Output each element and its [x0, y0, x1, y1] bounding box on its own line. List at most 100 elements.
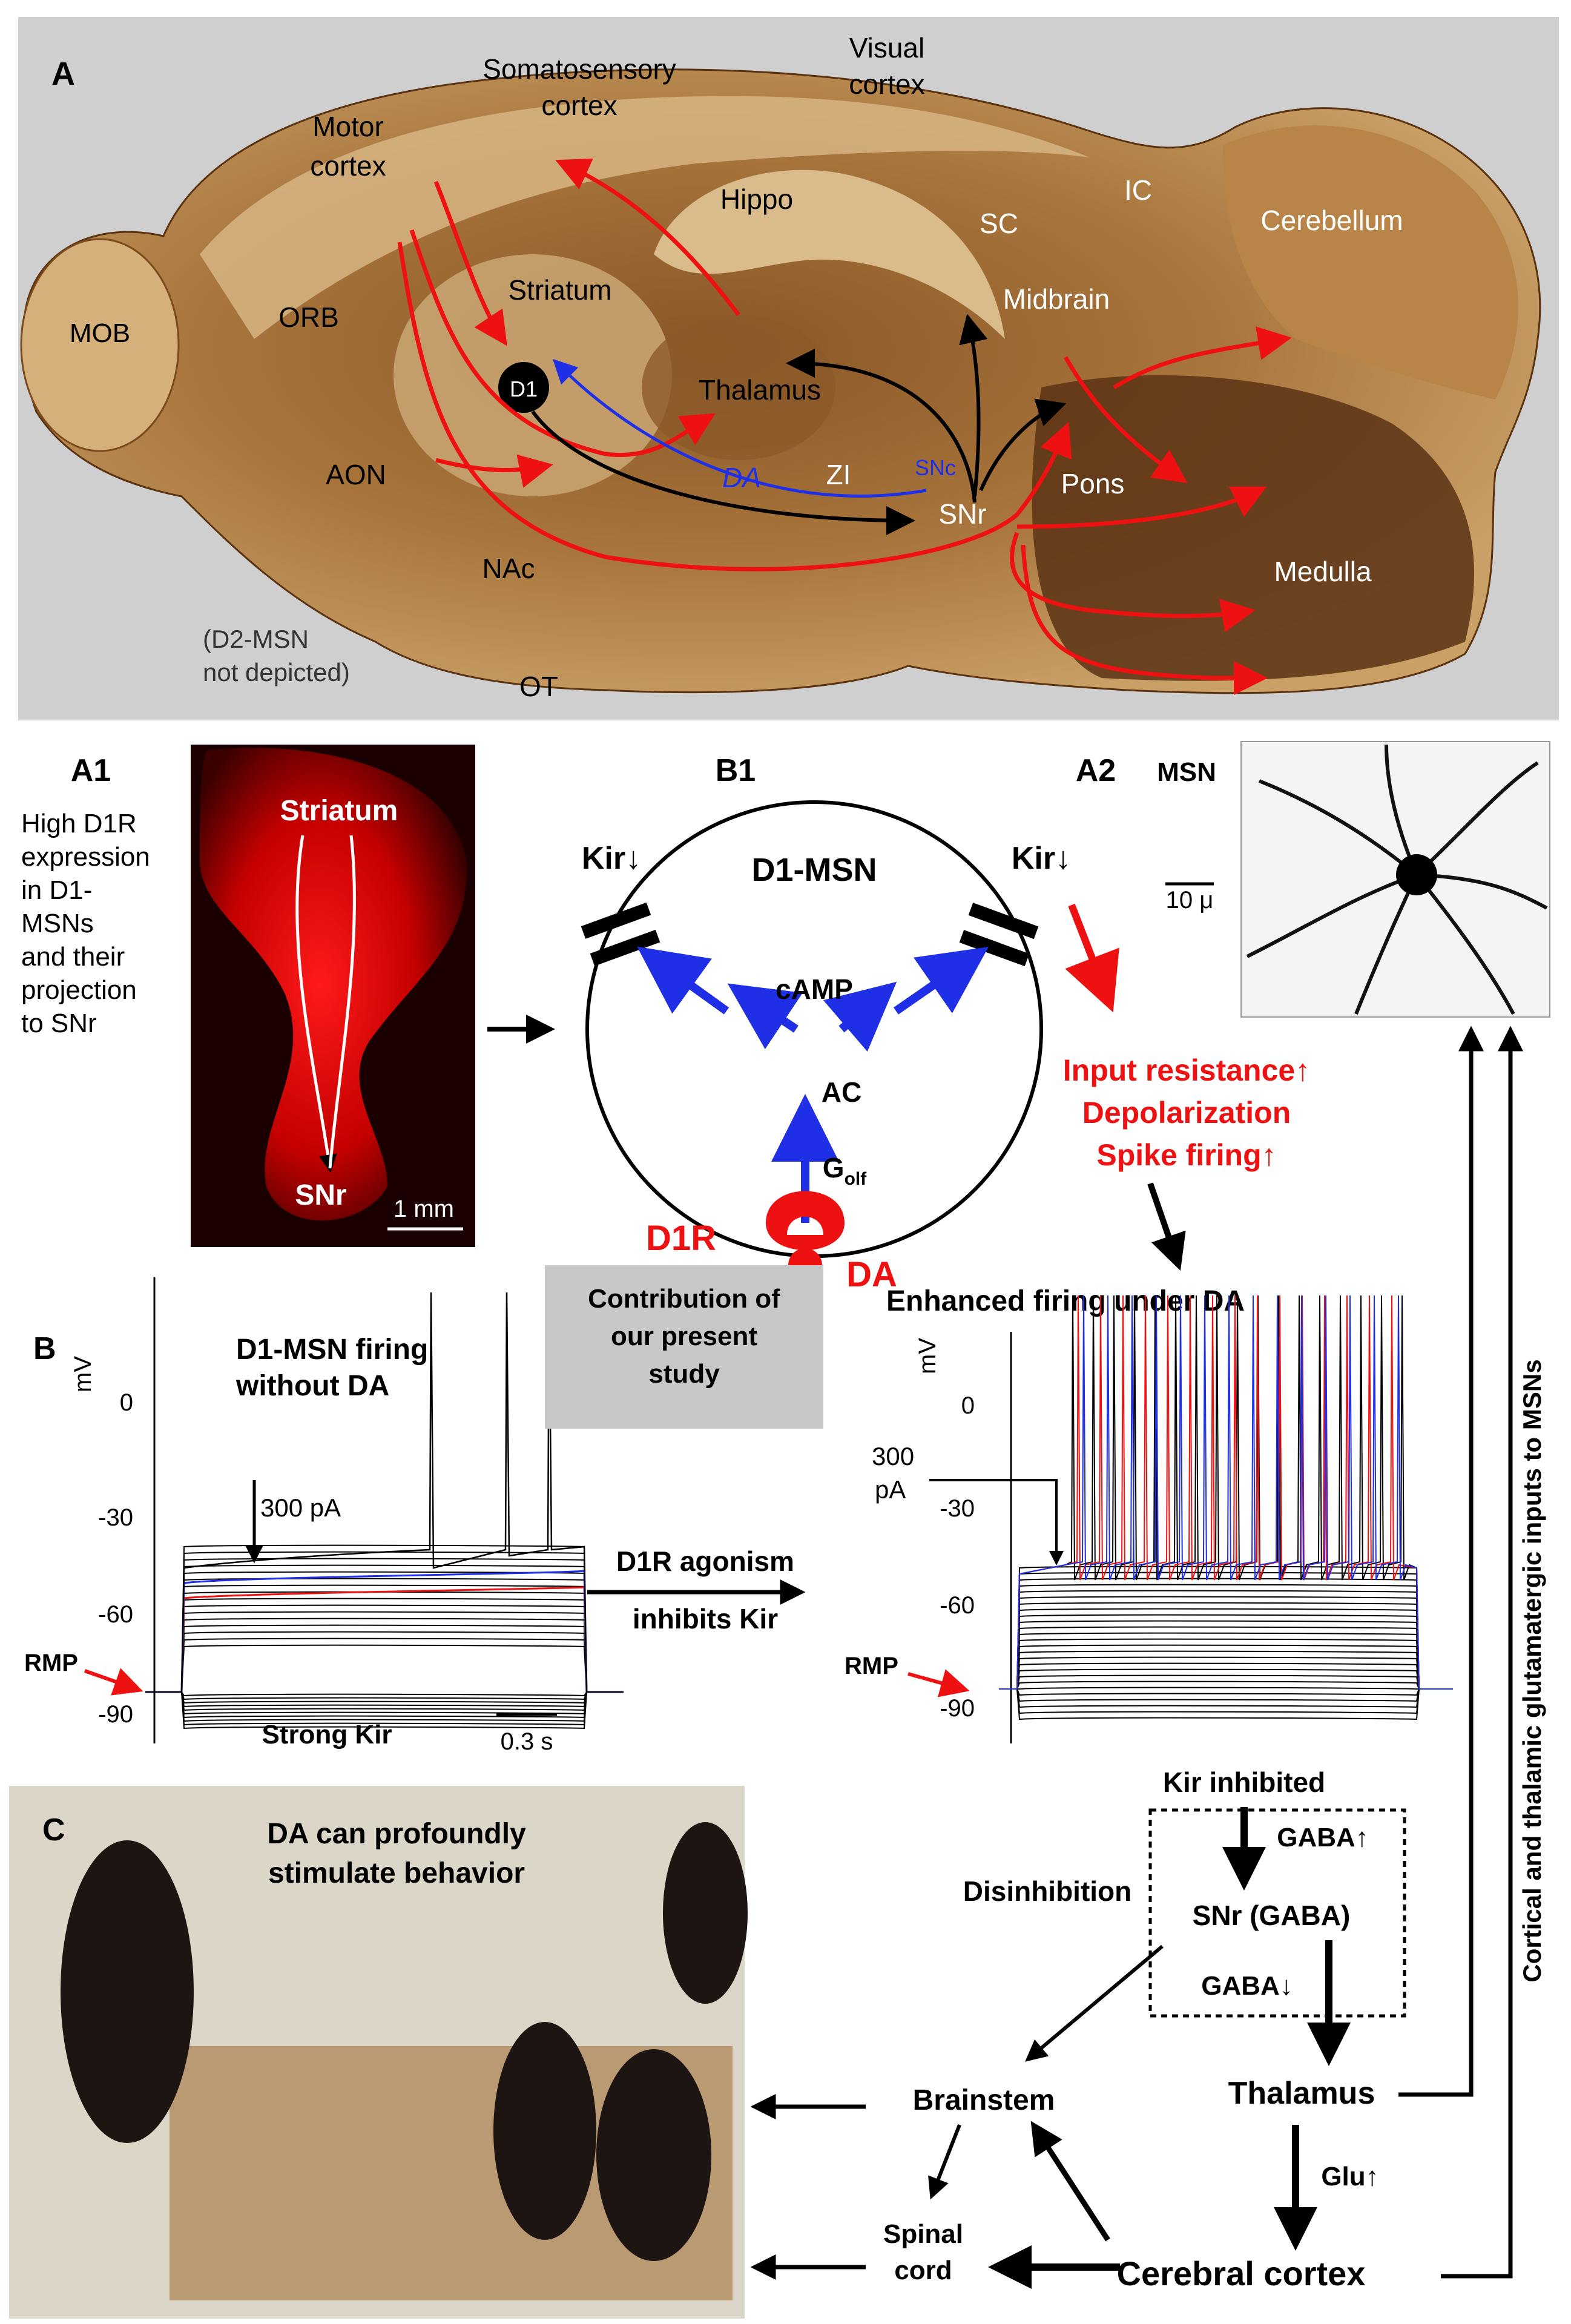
right-trace — [999, 1632, 1453, 1690]
timescale-label: 0.3 s — [501, 1728, 553, 1755]
left-axis-unit: mV — [70, 1356, 96, 1392]
thalamus-to-cortex-arrow — [555, 158, 740, 317]
right-traces — [999, 1295, 1453, 1720]
a1-desc-line6: projection — [21, 975, 137, 1005]
contribution-box — [545, 1265, 823, 1429]
visual-label-2: cortex — [849, 68, 924, 100]
left-trace-spiking — [145, 1292, 624, 1693]
c-mouse-1 — [61, 1840, 194, 2143]
thalamus-label: Thalamus — [699, 374, 821, 406]
right-trace — [999, 1668, 1453, 1690]
d1r-receptor — [766, 1191, 845, 1250]
d1-label: D1 — [510, 377, 538, 401]
somatosensory-label: Somatosensory — [482, 53, 676, 85]
right-current-arrow — [929, 1479, 1064, 1565]
snr-label: SNr — [938, 498, 986, 530]
left-y-ticks: 0 -30 -60 -90 — [98, 1389, 133, 1728]
right-title: Enhanced firing under DA — [886, 1285, 1245, 1317]
right-trace-spiking — [999, 1295, 1453, 1690]
agonism-line2: inhibits Kir — [633, 1603, 778, 1634]
snr-to-brainstem-arrow — [979, 398, 1067, 492]
right-trace — [999, 1688, 1453, 1702]
left-trace — [145, 1691, 624, 1711]
d1r-label: D1R — [646, 1219, 716, 1258]
spinal-label-1: Spinal — [883, 2219, 963, 2249]
left-trace — [145, 1691, 624, 1719]
orb-label: ORB — [278, 301, 339, 333]
cortex-to-brainstem-arrow — [1030, 2121, 1110, 2242]
pons-to-medulla-arrow — [1016, 486, 1267, 529]
disinhibition-label: Disinhibition — [963, 1875, 1132, 1907]
a1-desc-line2: expression — [21, 842, 150, 872]
effect-depolarization: Depolarization — [1082, 1096, 1291, 1130]
left-trace — [145, 1604, 624, 1693]
right-trace — [999, 1638, 1453, 1690]
cerebellum-red-arrow — [1113, 326, 1292, 389]
visual-label: Visual — [849, 32, 924, 64]
snr-gaba-label: SNr (GABA) — [1193, 1900, 1351, 1931]
right-tick-30: -30 — [940, 1495, 975, 1522]
snc-label: SNc — [915, 455, 956, 480]
left-trace — [145, 1564, 624, 1693]
striatum-label: Striatum — [508, 274, 611, 306]
disinhibition-box — [1148, 1808, 1406, 2018]
right-trace — [999, 1614, 1453, 1690]
left-rmp-label: RMP — [24, 1650, 78, 1676]
ac-to-camp-right-arrow — [823, 981, 897, 1052]
left-trace — [145, 1544, 624, 1693]
panel-a1-letter: A1 — [71, 753, 111, 788]
right-tick-90: -90 — [940, 1695, 975, 1722]
left-trace — [145, 1691, 624, 1697]
camp-to-kir-left-arrow — [637, 946, 730, 1015]
right-trace — [999, 1688, 1453, 1714]
gaba-up-label: GABA↑ — [1277, 1823, 1369, 1852]
midbrain-label: Midbrain — [1003, 283, 1110, 315]
small-red-arrow — [435, 454, 553, 488]
left-trace — [145, 1618, 624, 1693]
panel-a2: A2 MSN 10 μ — [1076, 741, 1550, 1018]
right-trace — [999, 1680, 1453, 1690]
motor-to-striatum-arrow — [433, 180, 507, 346]
sc-label: SC — [980, 208, 1018, 239]
effect-spike-firing: Spike firing↑ — [1096, 1138, 1276, 1172]
a2-scale-label: 10 μ — [1166, 887, 1214, 913]
motor-label: Motor — [312, 111, 384, 142]
agonism-line1: D1R agonism — [616, 1545, 794, 1577]
right-trace — [999, 1602, 1453, 1690]
right-trace — [999, 1608, 1453, 1690]
signaling-arrows — [637, 946, 989, 1223]
left-current-label: 300 pA — [260, 1493, 341, 1522]
a1-scale-label: 1 mm — [394, 1196, 454, 1222]
contribution-line3: study — [648, 1359, 720, 1389]
right-trace — [999, 1688, 1453, 1696]
hippo-label: Hippo — [720, 183, 793, 215]
right-trace — [999, 1688, 1453, 1720]
panel-a-letter: A — [51, 56, 75, 92]
panel-a: A Somatosensory cortex Visual cortex Mot… — [18, 17, 1559, 720]
c-mouse-3 — [493, 2022, 596, 2240]
snr-to-thalamus-arrow — [786, 349, 977, 503]
feedback-side-label: Cortical and thalamic glutamatergic inpu… — [1518, 1359, 1546, 1982]
right-trace — [999, 1674, 1453, 1690]
right-rmp-arrow — [907, 1669, 970, 1697]
left-trace — [145, 1611, 624, 1693]
right-trace — [999, 1656, 1453, 1690]
left-trace — [145, 1591, 624, 1693]
corticospinal-upper-arrow — [397, 242, 1072, 571]
panel-b1-letter: B1 — [716, 753, 756, 788]
red-pathways — [397, 158, 1292, 695]
left-kir-label: Strong Kir — [262, 1720, 392, 1750]
d2-note-line2: not depicted) — [203, 658, 350, 686]
cerebellum-label: Cerebellum — [1260, 205, 1403, 236]
gaba-down-label: GABA↓ — [1201, 1971, 1293, 2001]
a2-msn-label: MSN — [1157, 757, 1216, 787]
a1-striatum-label: Striatum — [280, 795, 398, 827]
left-trace-red — [145, 1586, 624, 1693]
a1-description: High D1R expression in D1- MSNs and thei… — [21, 809, 150, 1038]
ac-label: AC — [822, 1076, 861, 1108]
kir-left-label: Kir↓ — [582, 841, 641, 876]
left-trace — [145, 1571, 624, 1693]
left-trace — [145, 1691, 624, 1708]
right-trace — [999, 1687, 1453, 1690]
